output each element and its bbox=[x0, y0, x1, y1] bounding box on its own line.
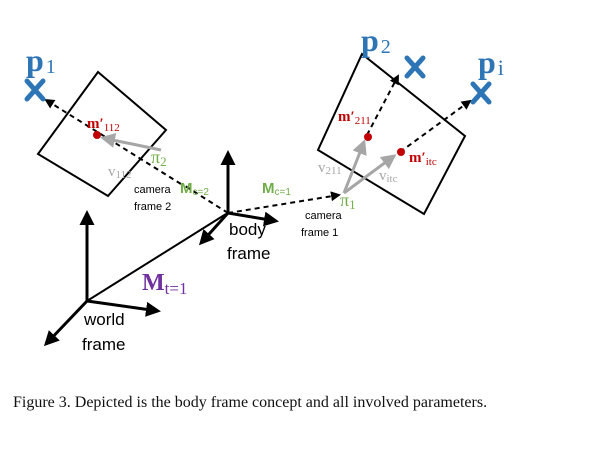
label-m112-base: m′ bbox=[87, 116, 104, 132]
label-mitc-sub: itc bbox=[426, 156, 437, 168]
image-plane-pi2 bbox=[36, 70, 168, 198]
transform-mc1-line bbox=[227, 191, 341, 214]
label-body-frame-line2: frame bbox=[227, 244, 270, 263]
body-frame-axis-down bbox=[198, 211, 230, 246]
measurement-m112-dot bbox=[93, 131, 101, 139]
world-frame-axis-down bbox=[43, 299, 89, 347]
label-world-frame-line1: world bbox=[83, 310, 125, 329]
label-vitc: vitc bbox=[379, 168, 398, 185]
world-frame-axis-right bbox=[86, 299, 161, 317]
point-p2-marker bbox=[404, 55, 426, 79]
label-world-frame-line2: frame bbox=[82, 335, 125, 354]
label-mc2-base: M bbox=[180, 180, 193, 197]
label-m211-sub: 211 bbox=[355, 115, 371, 127]
label-v211-base: v bbox=[318, 160, 326, 176]
ray-pi-dashed bbox=[399, 99, 472, 153]
label-mitc: m′itc bbox=[409, 150, 437, 168]
label-m112-sub: 112 bbox=[104, 122, 120, 134]
ray-p2-dashed bbox=[366, 74, 399, 136]
label-mc1-base: M bbox=[262, 180, 275, 197]
label-mt1-sub: t=1 bbox=[165, 279, 188, 298]
label-body-frame-line1: body bbox=[229, 220, 266, 239]
label-m211-base: m′ bbox=[338, 109, 355, 125]
figure-caption: Figure 3. Depicted is the body frame con… bbox=[13, 394, 488, 411]
measurement-mitc-dot bbox=[397, 148, 405, 156]
label-pi-sub: i bbox=[498, 55, 504, 80]
label-mc1-sub: c=1 bbox=[275, 187, 292, 198]
vector-vitc bbox=[343, 154, 397, 195]
label-pi1: π1 bbox=[340, 190, 356, 212]
transform-mt1-line bbox=[86, 213, 227, 302]
label-p2-sub: 2 bbox=[381, 36, 391, 58]
label-m211: m′211 bbox=[338, 109, 371, 127]
label-camera-frame-1: camera frame 1 bbox=[301, 210, 345, 239]
label-v112-base: v bbox=[108, 164, 116, 180]
label-p2-base: p bbox=[361, 22, 379, 58]
label-v112: v112 bbox=[108, 164, 132, 181]
label-pi-base: p bbox=[478, 44, 496, 80]
label-vitc-sub: itc bbox=[387, 173, 398, 185]
label-camera-frame-2: camera frame 2 bbox=[134, 184, 174, 213]
label-camera-frame-2-line2: frame 2 bbox=[134, 201, 171, 213]
label-body-frame: body frame bbox=[227, 220, 271, 263]
transform-mc2-line bbox=[181, 183, 229, 214]
label-mt1-base: M bbox=[142, 270, 165, 296]
label-v211-sub: 211 bbox=[326, 165, 342, 177]
body-frame-axis-right bbox=[227, 211, 279, 227]
image-plane-pi1 bbox=[316, 52, 467, 216]
vector-v211 bbox=[342, 139, 367, 194]
label-mt1: Mt=1 bbox=[142, 270, 187, 298]
label-pi2: π2 bbox=[151, 147, 167, 169]
label-v211: v211 bbox=[318, 160, 342, 177]
point-p1-marker bbox=[24, 78, 46, 102]
label-camera-frame-2-line1: camera bbox=[134, 184, 172, 196]
measurement-m211-dot bbox=[364, 133, 372, 141]
point-pi-marker bbox=[470, 81, 492, 105]
label-pi1-base: π bbox=[340, 190, 349, 210]
label-world-frame: world frame bbox=[82, 310, 129, 354]
label-p1-sub: 1 bbox=[46, 56, 56, 78]
label-camera-frame-1-line2: frame 1 bbox=[301, 227, 338, 239]
label-mc2-sub: c=2 bbox=[193, 187, 210, 198]
label-pi1-sub: 1 bbox=[349, 197, 356, 212]
label-v112-sub: 112 bbox=[116, 169, 132, 181]
label-p1-base: p bbox=[26, 42, 44, 78]
label-mc1: Mc=1 bbox=[262, 180, 291, 198]
label-mitc-base: m′ bbox=[409, 150, 426, 166]
label-m112: m′112 bbox=[87, 116, 120, 134]
label-pi2-sub: 2 bbox=[160, 154, 167, 169]
label-camera-frame-1-line1: camera bbox=[305, 210, 343, 222]
label-mc2: Mc=2 bbox=[180, 180, 209, 198]
label-vitc-base: v bbox=[379, 168, 387, 184]
label-pi: pi bbox=[478, 44, 504, 80]
label-pi2-base: π bbox=[151, 147, 160, 167]
vector-v112 bbox=[100, 133, 162, 152]
